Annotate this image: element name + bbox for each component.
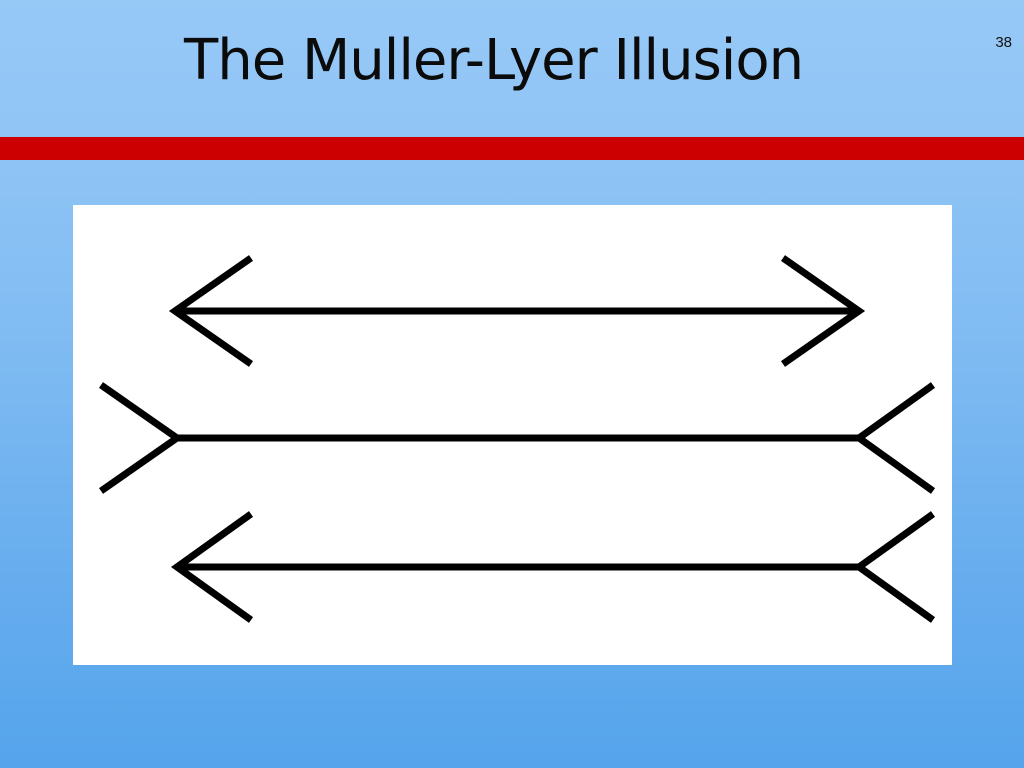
middle-right-tail [852,382,936,494]
accent-bar [0,137,1024,160]
illusion-figure [73,205,952,665]
slide-number: 38 [995,34,1012,51]
bottom-right-tail [852,511,936,623]
top-line [168,255,866,367]
top-left-arrowhead [168,255,254,367]
illusion-svg [98,255,936,623]
middle-left-tail [98,382,184,494]
top-right-arrowhead [780,255,866,367]
bottom-line [170,511,936,623]
bottom-left-arrowhead [170,511,254,623]
middle-line [98,382,936,494]
slide-title: The Muller-Lyer Illusion [184,28,804,93]
